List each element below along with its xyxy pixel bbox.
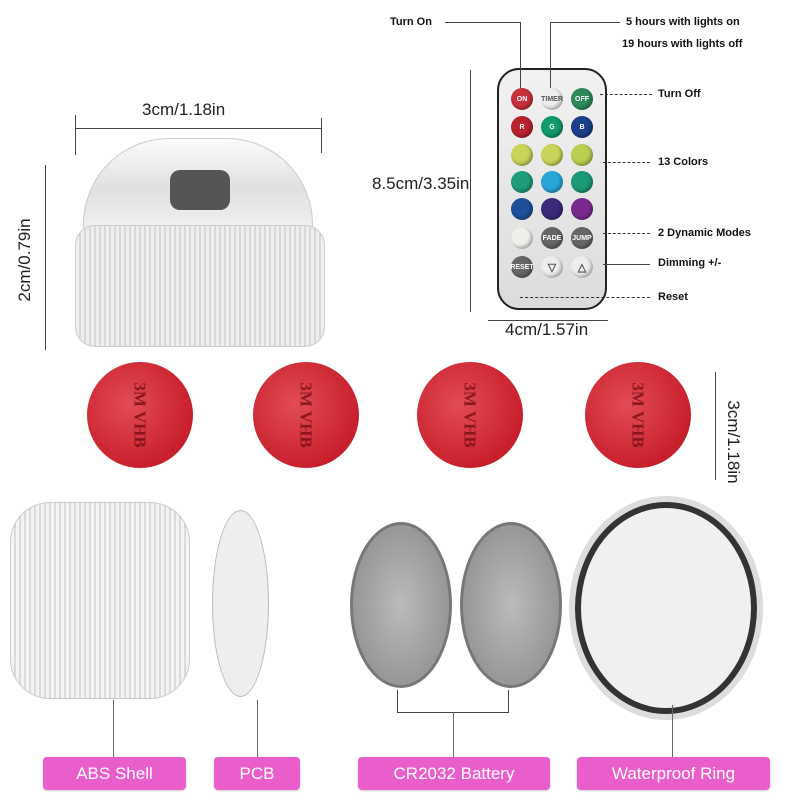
lamp-height-label: 2cm/0.79in [15, 218, 34, 302]
remote-jump-button[interactable]: JUMP [571, 227, 593, 249]
remote-height-label: 8.5cm/3.35in [372, 174, 470, 194]
callout-turn-off: Turn Off [658, 88, 701, 100]
lamp-base [75, 225, 325, 347]
remote-dim-up-button[interactable]: △ [571, 256, 593, 278]
callout-line [550, 22, 620, 23]
sticker-logo-text: 3M VHB [296, 382, 316, 448]
callout-line [520, 297, 650, 298]
callout-line [550, 22, 551, 88]
sticker-dimension-label: 3cm/1.18in [724, 400, 743, 484]
connector-line [508, 690, 509, 712]
callout-timer-line1: 5 hours with lights on [626, 16, 740, 28]
callout-modes: 2 Dynamic Modes [658, 227, 751, 239]
lamp-led [170, 170, 230, 210]
remote-color-button[interactable] [571, 198, 593, 220]
remote-g-button[interactable]: G [541, 116, 563, 138]
remote-color-button[interactable] [541, 198, 563, 220]
sticker-dimension-line [715, 372, 716, 480]
remote-on-button[interactable]: ON [511, 88, 533, 110]
remote-width-label: 4cm/1.57in [505, 320, 589, 339]
connector-line [672, 705, 673, 757]
remote-height-line [470, 70, 471, 312]
label-abs-shell: ABS Shell [43, 757, 186, 790]
callout-line [445, 22, 520, 23]
battery-image-2 [460, 522, 562, 688]
connector-line [113, 700, 114, 757]
remote-fade-button[interactable]: FADE [541, 227, 563, 249]
label-battery: CR2032 Battery [358, 757, 550, 790]
adhesive-sticker: 3M VHB [87, 362, 193, 468]
remote-color-button[interactable] [571, 171, 593, 193]
callout-line [600, 94, 652, 95]
pcb-image [212, 510, 269, 697]
callout-turn-on: Turn On [390, 16, 432, 28]
width-dimension-line [75, 128, 322, 129]
waterproof-ring-image [575, 502, 757, 714]
lamp-width-label: 3cm/1.18in [142, 100, 226, 119]
label-waterproof-ring: Waterproof Ring [577, 757, 770, 790]
remote-r-button[interactable]: R [511, 116, 533, 138]
callout-line [603, 264, 650, 265]
height-dimension-line [45, 165, 46, 350]
remote-width-line [488, 320, 608, 321]
callout-reset: Reset [658, 291, 688, 303]
battery-image-1 [350, 522, 452, 688]
remote-timer-button[interactable]: TIMER [541, 88, 563, 110]
connector-line [453, 712, 454, 757]
remote-color-button[interactable] [511, 144, 533, 166]
remote-color-button[interactable] [541, 144, 563, 166]
abs-shell-image [10, 502, 190, 699]
label-pcb: PCB [214, 757, 300, 790]
sticker-logo-text: 3M VHB [628, 382, 648, 448]
remote-control: ON TIMER OFF R G B FADE JUMP RESET ▽ △ [497, 68, 607, 310]
callout-line [520, 22, 521, 88]
callout-line [603, 162, 650, 163]
callout-timer-line2: 19 hours with lights off [622, 38, 743, 50]
adhesive-sticker: 3M VHB [253, 362, 359, 468]
remote-color-button[interactable] [541, 171, 563, 193]
connector-line [257, 700, 258, 757]
adhesive-sticker: 3M VHB [585, 362, 691, 468]
adhesive-sticker: 3M VHB [417, 362, 523, 468]
remote-color-button[interactable] [511, 227, 533, 249]
remote-color-button[interactable] [571, 144, 593, 166]
remote-reset-button[interactable]: RESET [510, 256, 534, 278]
remote-color-button[interactable] [511, 198, 533, 220]
remote-color-button[interactable] [511, 171, 533, 193]
connector-line [397, 690, 398, 712]
remote-off-button[interactable]: OFF [571, 88, 593, 110]
remote-b-button[interactable]: B [571, 116, 593, 138]
callout-colors: 13 Colors [658, 156, 709, 168]
sticker-logo-text: 3M VHB [460, 382, 480, 448]
dimension-tick [75, 115, 76, 155]
dimension-tick [321, 118, 322, 153]
callout-dimming: Dimming +/- [658, 257, 722, 269]
callout-line [603, 233, 650, 234]
remote-dim-down-button[interactable]: ▽ [541, 256, 563, 278]
sticker-logo-text: 3M VHB [130, 382, 150, 448]
